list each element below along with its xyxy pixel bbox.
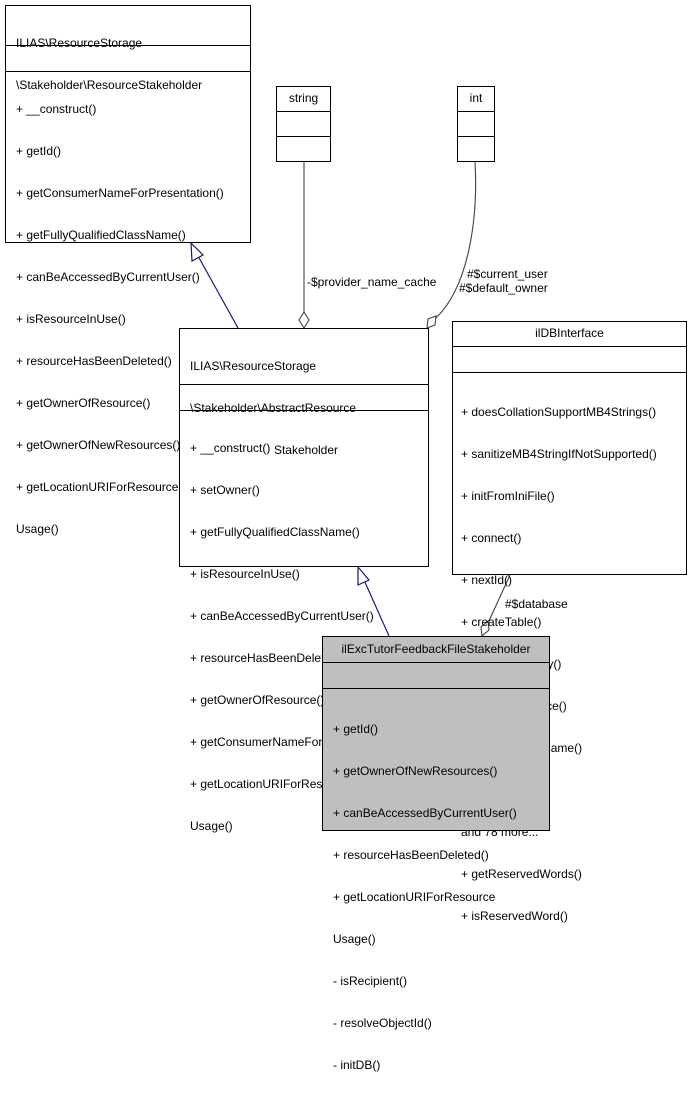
method-item: + isResourceInUse() (190, 567, 300, 581)
aggregation-diamond (480, 619, 490, 638)
class-title: ilDBInterface (453, 322, 686, 347)
method-item: + isResourceInUse() (16, 312, 126, 326)
class-title: string (277, 87, 330, 112)
aggregation-diamond (426, 315, 437, 329)
method-item: + doesCollationSupportMB4Strings() (461, 405, 657, 419)
method-item: + createTable() (461, 615, 542, 629)
attributes-section (180, 385, 428, 411)
aggregation-diamond (298, 310, 310, 330)
attributes-section (323, 663, 549, 689)
edge-label-default-owner: #$default_owner (459, 281, 548, 295)
method-item: + resourceHasBeenDeleted() (16, 354, 172, 368)
association-edge-database (487, 574, 511, 624)
inheritance-arrowhead (190, 241, 204, 262)
method-item: + getLocationURIForResource (16, 480, 179, 494)
method-item: - initDB() (333, 1058, 381, 1072)
method-item: + getOwnerOfResource() (190, 693, 325, 707)
method-item: + getFullyQualifiedClassName() (190, 525, 360, 539)
association-edge-current-user (435, 161, 477, 319)
method-item: + sanitizeMB4StringIfNotSupported() (461, 447, 657, 461)
method-item: + getOwnerOfResource() (16, 396, 151, 410)
method-item: + getOwnerOfNewResources() (16, 438, 181, 452)
inheritance-arrowhead (357, 565, 370, 586)
attributes-section (277, 112, 330, 137)
method-item: - resolveObjectId() (333, 1016, 432, 1030)
edge-label-database: #$database (505, 597, 568, 611)
method-item: + getConsumerNameForPresentation() (16, 186, 224, 200)
class-diagram: ILIAS\ResourceStorage \Stakeholder\Resou… (5, 5, 687, 1072)
inheritance-edge-feedback-to-abstract (363, 579, 390, 637)
class-ildbinterface[interactable]: ilDBInterface + doesCollationSupportMB4S… (452, 321, 687, 923)
methods-section: + __construct() + setOwner() + getFullyQ… (180, 411, 428, 865)
attributes-section (453, 347, 686, 373)
class-resource-stakeholder[interactable]: ILIAS\ResourceStorage \Stakeholder\Resou… (5, 5, 251, 536)
class-title: ILIAS\ResourceStorage \Stakeholder\Abstr… (180, 329, 428, 457)
connectors (190, 161, 511, 638)
class-title: ILIAS\ResourceStorage \Stakeholder\Resou… (6, 6, 250, 92)
class-int[interactable]: int (457, 86, 495, 162)
methods-section (277, 137, 330, 161)
edge-label-current-user: #$current_user (467, 267, 548, 281)
method-item: + nextId() (461, 573, 513, 587)
method-item: + getOwnerOfNewResources() (333, 764, 498, 778)
method-item: + getFullyQualifiedClassName() (16, 228, 186, 242)
methods-section: + __construct() + getId() + getConsumerN… (6, 72, 250, 568)
method-item: + __construct() (190, 441, 271, 455)
methods-section: + getId() + getOwnerOfNewResources() + c… (323, 689, 549, 1104)
method-item: + getId() (16, 144, 62, 158)
method-item: + getLocationURIForResource (333, 890, 496, 904)
method-item: + setOwner() (190, 483, 260, 497)
method-item: Usage() (16, 522, 59, 536)
method-item: + connect() (461, 531, 522, 545)
method-item: + canBeAccessedByCurrentUser() (333, 806, 517, 820)
title-line: \Stakeholder\AbstractResource (190, 401, 357, 415)
class-ilexctutorfeedbackfilestakeholder[interactable]: ilExcTutorFeedbackFileStakeholder + getI… (322, 636, 550, 1072)
method-item: + __construct() (16, 102, 97, 116)
class-title: int (458, 87, 494, 112)
title-line: ILIAS\ResourceStorage (190, 359, 317, 373)
method-item: + canBeAccessedByCurrentUser() (190, 609, 374, 623)
method-item: + resourceHasBeenDeleted() (333, 848, 489, 862)
method-item: - isRecipient() (333, 974, 408, 988)
method-item: + getId() (333, 722, 379, 736)
attributes-section (6, 46, 250, 72)
class-string[interactable]: string (276, 86, 331, 162)
edge-label-provider-name-cache: -$provider_name_cache (307, 275, 437, 289)
method-item: + getLocationURIForResource (190, 777, 353, 791)
inheritance-edge-abstract-to-base (197, 255, 239, 329)
method-item: Usage() (190, 819, 233, 833)
attributes-section (458, 112, 494, 137)
method-item: Usage() (333, 932, 376, 946)
title-line: ILIAS\ResourceStorage (16, 36, 143, 50)
methods-section (458, 137, 494, 161)
title-line: \Stakeholder\ResourceStakeholder (16, 78, 203, 92)
title-line: Stakeholder (273, 443, 339, 457)
class-abstract-resource-stakeholder[interactable]: ILIAS\ResourceStorage \Stakeholder\Abstr… (179, 328, 429, 833)
method-item: + resourceHasBeenDeleted() (190, 651, 346, 665)
method-item: + canBeAccessedByCurrentUser() (16, 270, 200, 284)
class-title: ilExcTutorFeedbackFileStakeholder (323, 637, 549, 663)
method-item: + initFromIniFile() (461, 489, 555, 503)
